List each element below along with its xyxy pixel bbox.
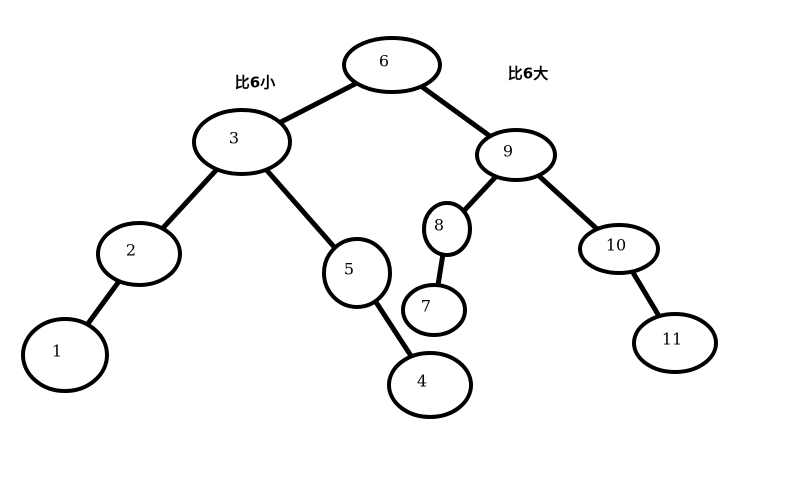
tree-node-5: 5: [322, 237, 392, 309]
tree-node-9: 9: [475, 128, 557, 182]
node-ellipse: [475, 128, 557, 182]
edge-n8-n7: [435, 252, 446, 288]
annotation-greater-than-6: 比6大: [508, 65, 548, 83]
node-label: 9: [503, 142, 513, 161]
node-ellipse: [96, 221, 182, 287]
node-ellipse: [322, 237, 392, 309]
node-ellipse: [21, 317, 109, 393]
edge-n5-n4: [372, 298, 414, 359]
edge-n3-n2: [159, 166, 220, 232]
node-label: 6: [379, 52, 389, 71]
edge-n9-n10: [535, 172, 600, 232]
tree-node-6: 6: [342, 36, 442, 94]
annotation-less-than-6: 比6小: [235, 74, 275, 92]
node-label: 11: [662, 330, 682, 349]
tree-node-8: 8: [422, 201, 472, 257]
node-label: 1: [52, 342, 62, 361]
node-ellipse: [387, 351, 473, 419]
node-label: 2: [126, 241, 136, 260]
node-ellipse: [401, 283, 467, 337]
node-label: 3: [229, 129, 239, 148]
tree-node-2: 2: [96, 221, 182, 287]
edge-n10-n11: [629, 269, 662, 319]
edge-n3-n5: [263, 167, 338, 251]
edge-n6-n9: [418, 83, 493, 139]
edge-n6-n3: [277, 80, 360, 125]
edge-n9-n8: [461, 173, 499, 214]
node-ellipse: [422, 201, 472, 257]
node-ellipse: [578, 223, 660, 275]
node-label: 8: [434, 216, 444, 235]
tree-nodes: 6 3 9 2 5 8 10 1 4 7 11: [21, 36, 718, 419]
node-ellipse: [192, 108, 292, 176]
tree-node-10: 10: [578, 223, 660, 275]
tree-node-1: 1: [21, 317, 109, 393]
tree-node-7: 7: [401, 283, 467, 337]
node-label: 10: [606, 236, 626, 255]
tree-edges: [84, 80, 662, 359]
tree-node-11: 11: [632, 312, 718, 374]
edge-n2-n1: [84, 278, 122, 328]
node-label: 5: [344, 260, 354, 279]
node-label: 4: [417, 372, 427, 391]
node-label: 7: [421, 297, 431, 316]
tree-node-4: 4: [387, 351, 473, 419]
tree-node-3: 3: [192, 108, 292, 176]
node-ellipse: [342, 36, 442, 94]
node-ellipse: [632, 312, 718, 374]
